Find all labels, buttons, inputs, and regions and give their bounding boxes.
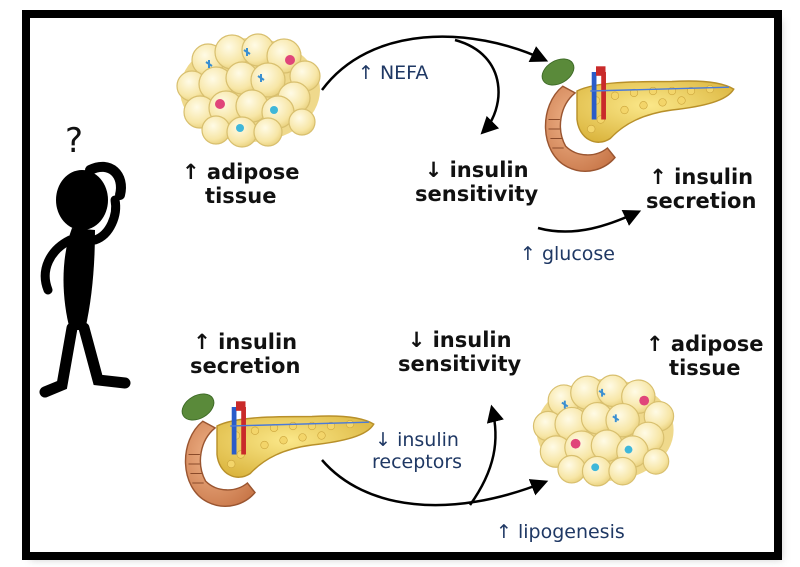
top-adipose-line1: ↑ adipose [182,160,300,184]
adipose-tissue-icon [532,374,675,487]
question-mark-icon: ? [65,121,83,161]
bottom-secretion-line2: secretion [190,354,301,379]
top-adipose-label: ↑ adipose tissue [182,160,300,208]
receptors-line2: receptors [372,450,463,473]
top-secretion-line1: ↑ insulin [649,165,754,189]
top-sensitivity-line1: ↓ insulin [424,158,529,182]
top-sensitivity-label: ↓ insulin sensitivity [415,158,538,206]
bottom-sensitivity-line2: sensitivity [398,352,522,377]
bottom-adipose-line1: ↑ adipose [646,332,764,356]
arrow-sensitivity-to-secretion [537,209,642,233]
lipogenesis-label: ↑ lipogenesis [496,521,625,543]
top-secretion-line2: secretion [646,189,757,214]
bottom-secretion-label: ↑ insulin secretion [190,330,300,378]
bottom-adipose-label: ↑ adipose tissue [646,332,764,380]
pancreas-icon [537,54,733,172]
glucose-label: ↑ glucose [520,243,615,265]
arrow-to-sensitivity-bottom [468,404,504,506]
receptors-label: ↓ insulin receptors [372,429,463,474]
top-sensitivity-line2: sensitivity [415,182,539,207]
arrow-pancreas-to-adipose [321,459,549,507]
receptors-line1: ↓ insulin [375,429,459,451]
arrow-to-sensitivity [454,38,500,135]
adipose-tissue-icon [176,33,321,148]
arrow-adipose-to-pancreas [320,35,549,91]
pancreas-icon [177,389,373,507]
top-adipose-line2: tissue [205,184,277,209]
bottom-sensitivity-label: ↓ insulin sensitivity [398,328,521,376]
bottom-adipose-line2: tissue [669,356,741,381]
top-secretion-label: ↑ insulin secretion [646,165,756,213]
bottom-sensitivity-line1: ↓ insulin [407,328,512,352]
nefa-label: ↑ NEFA [358,62,429,84]
thinking-person-icon: ? [39,121,131,398]
bottom-secretion-line1: ↑ insulin [193,330,298,354]
